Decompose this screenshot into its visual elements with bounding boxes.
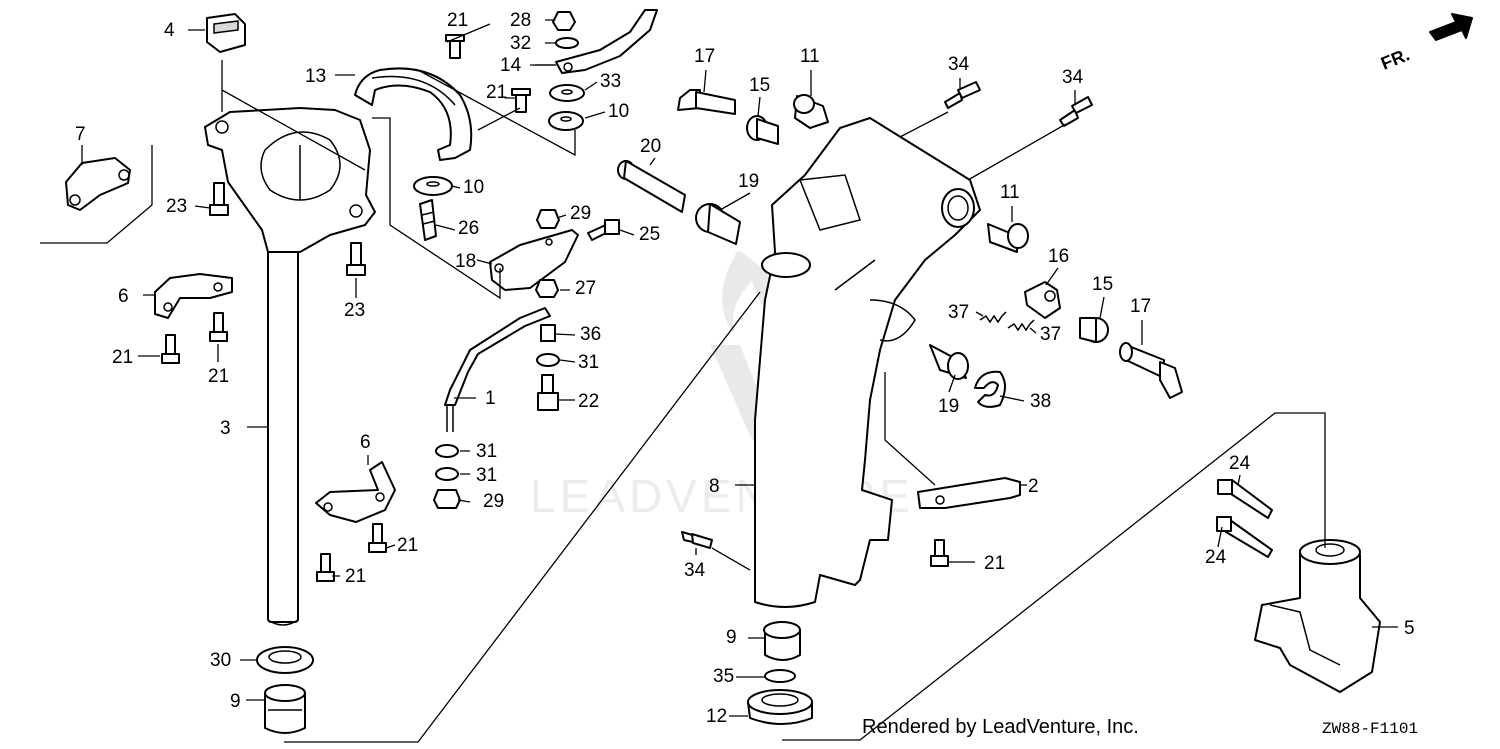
callout-labels: 4 7 13 21 28 32 14 33 21 10 10 23 26 29 … [75, 10, 1415, 727]
callout-label: 3 [220, 418, 231, 439]
callout-label: 37 [1040, 324, 1061, 345]
callout-label: 34 [1062, 67, 1084, 88]
callout-label: 23 [166, 196, 187, 217]
front-direction-arrow: FR. [1378, 13, 1473, 74]
render-credit: Rendered by LeadVenture, Inc. [862, 716, 1139, 738]
callout-label: 30 [210, 650, 231, 671]
callout-label: 13 [305, 66, 326, 87]
callout-label: 21 [447, 10, 468, 31]
callout-label: 34 [948, 54, 970, 75]
steering-column-assembly [65, 13, 396, 734]
callout-label: 22 [578, 391, 599, 412]
callout-label: 5 [1404, 618, 1415, 639]
callout-label: 11 [1000, 182, 1020, 203]
callout-label: 26 [458, 218, 479, 239]
callout-label: 10 [463, 177, 484, 198]
callout-label: 10 [608, 101, 629, 122]
callout-label: 16 [1048, 246, 1069, 267]
callout-label: 21 [984, 553, 1005, 574]
callout-label: 2 [1028, 476, 1039, 497]
callout-label: 23 [344, 300, 365, 321]
callout-label: 21 [112, 347, 133, 368]
callout-label: 14 [500, 55, 522, 76]
callout-label: 15 [749, 75, 770, 96]
callout-label: 34 [684, 560, 706, 581]
callout-label: 11 [800, 46, 820, 67]
callout-label: 9 [726, 627, 737, 648]
callout-label: 18 [455, 251, 476, 272]
callout-label: 31 [476, 441, 497, 462]
callout-label: 24 [1229, 453, 1251, 474]
callout-label: 37 [948, 302, 969, 323]
callout-label: 21 [345, 566, 366, 587]
callout-label: 21 [208, 366, 229, 387]
callout-label: 19 [938, 396, 959, 417]
callout-label: 31 [578, 352, 599, 373]
callout-label: 17 [694, 46, 715, 67]
callout-label: 29 [570, 203, 591, 224]
callout-label: 8 [709, 476, 720, 497]
callout-label: 6 [360, 432, 371, 453]
callout-label: 21 [486, 82, 507, 103]
callout-label: 20 [640, 136, 661, 157]
callout-label: 15 [1092, 274, 1113, 295]
leader-lines [40, 29, 1398, 743]
callout-label: 17 [1130, 296, 1151, 317]
shift-components [354, 9, 658, 509]
callout-label: 33 [600, 71, 621, 92]
callout-label: 1 [485, 388, 496, 409]
callout-label: 32 [510, 33, 531, 54]
callout-label: 4 [164, 20, 175, 41]
callout-ticks [138, 19, 1241, 717]
callout-label: 31 [476, 465, 497, 486]
callout-label: 35 [713, 666, 734, 687]
callout-label: 28 [510, 10, 531, 31]
callout-label: 36 [580, 324, 601, 345]
callout-label: 29 [483, 491, 504, 512]
callout-label: 6 [118, 286, 129, 307]
diagram-code: ZW88-F1101 [1322, 720, 1419, 738]
callout-label: 25 [639, 224, 660, 245]
callout-label: 27 [575, 278, 596, 299]
callout-label: 24 [1205, 547, 1227, 568]
front-direction-label: FR. [1378, 44, 1412, 73]
callout-label: 7 [75, 124, 86, 145]
callout-label: 19 [738, 171, 759, 192]
callout-label: 12 [706, 706, 727, 727]
callout-label: 9 [230, 691, 241, 712]
callout-label: 21 [397, 535, 418, 556]
callout-label: 38 [1030, 391, 1051, 412]
